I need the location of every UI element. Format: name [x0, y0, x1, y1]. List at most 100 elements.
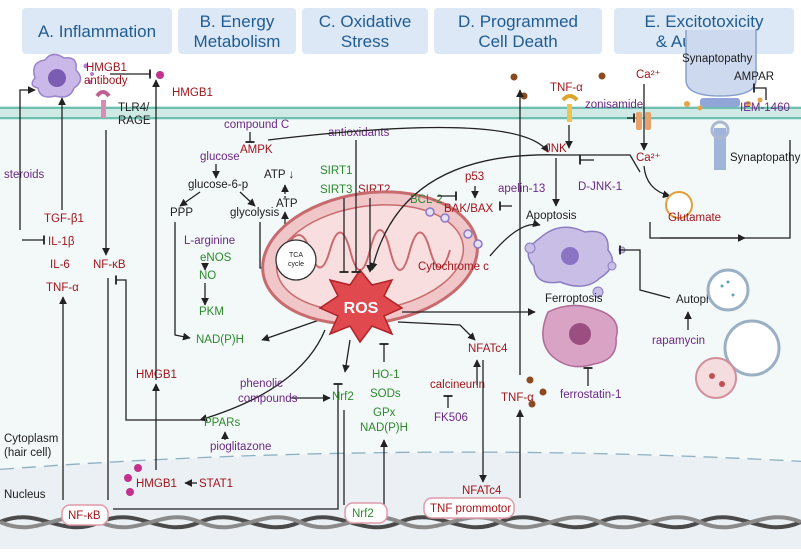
hmgb1-out-label: HMGB1 — [172, 87, 213, 99]
svg-text:TNF prommotor: TNF prommotor — [430, 503, 511, 515]
ros-label: ROS — [344, 300, 379, 317]
atp-label: ATP — [276, 198, 298, 210]
no-label: NO — [199, 270, 216, 282]
tca-cycle-icon: TCA cycle — [275, 239, 317, 281]
jnk-label: JNK — [545, 143, 567, 155]
svg-text:TCA: TCA — [289, 252, 303, 259]
enos-label: eNOS — [200, 252, 232, 264]
sirt3-label: SIRT3 — [320, 184, 352, 196]
section-header-energy: B. Energy Metabolism — [178, 8, 296, 54]
pkm-label: PKM — [199, 306, 224, 318]
apoptotic-cell-icon — [524, 226, 626, 298]
ho1-label: HO-1 — [372, 369, 399, 381]
nadph-defense-label: NAD(P)H — [360, 422, 408, 434]
glucose6p-label: glucose-6-p — [188, 179, 248, 191]
nfatc4-label: NFATc4 — [468, 343, 508, 355]
tnf-receptor-icon — [561, 94, 579, 122]
macrophage-icon — [31, 53, 94, 98]
hmgb1-antibody-label-1: HMGB1 — [86, 62, 127, 74]
ca-top-label: Ca²⁺ — [636, 69, 661, 81]
svg-text:A. Inflammation: A. Inflammation — [38, 22, 156, 41]
bcl2-protein-icon — [440, 213, 450, 223]
hmgb1-dot-icon — [134, 464, 142, 472]
calcineurin-label: calcineurin — [430, 379, 485, 391]
synaptopathy-top-label: Synaptopathy — [682, 53, 753, 65]
bax-protein-icon — [463, 229, 473, 239]
calcium-channel-icon — [636, 112, 651, 130]
zonisamide-label: zonisamide — [585, 99, 643, 111]
fk506-label: FK506 — [434, 412, 468, 424]
ferroptosis-label: Ferroptosis — [545, 293, 603, 305]
bax-protein-icon — [473, 239, 483, 249]
autolysosome-icon — [695, 319, 781, 399]
svg-text:Nrf2: Nrf2 — [352, 508, 374, 520]
tnfa-top-label: TNF-α — [550, 82, 583, 94]
cytochrome-label: Cytochrome c — [418, 261, 489, 273]
svg-text:C. Oxidative: C. Oxidative — [319, 12, 412, 31]
cytoplasm-label-1: Cytoplasm — [4, 433, 58, 445]
larginine-label: L-arginine — [184, 235, 235, 247]
ros-burst-icon: ROS — [318, 268, 404, 344]
hmgb1-dot-icon — [124, 474, 132, 482]
sirt1-label: SIRT1 — [320, 165, 352, 177]
hmgb1-antibody-label-2: antibody — [84, 75, 128, 87]
nrf2-label: Nrf2 — [332, 391, 354, 403]
svg-text:cycle: cycle — [288, 261, 304, 268]
nadph-label: NAD(P)H — [196, 334, 244, 346]
ppars-label: PPARs — [204, 417, 240, 429]
stat1-label: STAT1 — [199, 478, 233, 490]
cytokine-tnfa: TNF-α — [46, 282, 79, 294]
svg-text:NF-κB: NF-κB — [68, 510, 101, 522]
section-header-oxidative: C. Oxidative Stress — [302, 8, 428, 54]
autophagosome-icon — [706, 268, 750, 312]
nfkb-nucleus-box: NF-κB — [61, 504, 109, 526]
phenolic-label-1: phenolic — [240, 378, 283, 390]
nucleus-region — [0, 452, 801, 549]
bcl2-label: BCL-2 — [410, 194, 443, 206]
cell-membrane — [0, 106, 801, 120]
rapamycin-label: rapamycin — [652, 335, 705, 347]
glutamate-vesicle-icon — [665, 191, 693, 219]
tnfa-molecule-icon — [598, 72, 606, 80]
ferroptotic-cell-icon — [542, 304, 618, 368]
tnfa-molecule-icon — [526, 376, 534, 384]
atp-down-label: ATP ↓ — [264, 169, 294, 181]
svg-text:E. Excitotoxicity: E. Excitotoxicity — [644, 12, 764, 31]
svg-text:Metabolism: Metabolism — [194, 32, 281, 51]
nfatc4-nucleus-label: NFATc4 — [462, 485, 502, 497]
nfkb-label: NF-κB — [93, 259, 126, 271]
hmgb1-molecule-icon — [156, 71, 164, 79]
tnf-promotor-box: TNF prommotor — [423, 497, 515, 519]
ampk-label: AMPK — [240, 144, 273, 156]
svg-text:Cell Death: Cell Death — [478, 32, 557, 51]
hmgb1-nucleus-label: HMGB1 — [136, 478, 177, 490]
svg-text:Stress: Stress — [341, 32, 389, 51]
section-header-inflammation: A. Inflammation — [22, 8, 172, 54]
ferrostatin-label: ferrostatin-1 — [560, 389, 621, 401]
receptor-label-2: RAGE — [118, 115, 151, 127]
glucose-label: glucose — [200, 151, 240, 163]
phenolic-label-2: compounds — [238, 393, 298, 405]
tnfa-molecule-icon — [528, 400, 536, 408]
section-header-cell-death: D. Programmed Cell Death — [434, 8, 602, 54]
apoptosis-label: Apoptosis — [526, 210, 577, 222]
bcl2-protein-icon — [425, 207, 435, 217]
nrf2-nucleus-box: Nrf2 — [344, 502, 388, 524]
hmgb1-dot-icon — [126, 488, 134, 496]
compound-c-label: compound C — [224, 119, 289, 131]
ca-mid-label: Ca²⁺ — [636, 152, 661, 164]
synapse-terminal-icon — [684, 30, 763, 170]
bakbax-label: BAK/BAX — [444, 203, 494, 215]
p53-label: p53 — [465, 171, 484, 183]
steroids-label: steroids — [4, 169, 45, 181]
cytokine-il1b: IL-1β — [48, 236, 75, 248]
dna-helix — [0, 515, 801, 530]
djnk-label: D-JNK-1 — [578, 181, 622, 193]
tnfa-low-label: TNF-α — [501, 392, 534, 404]
gpx-label: GPx — [373, 407, 396, 419]
tnfa-molecule-icon — [539, 388, 547, 396]
cytokine-tgfb1: TGF-β1 — [44, 213, 84, 225]
nucleus-label: Nucleus — [4, 489, 46, 501]
synaptopathy-mid-label: Synaptopathy — [730, 152, 801, 164]
